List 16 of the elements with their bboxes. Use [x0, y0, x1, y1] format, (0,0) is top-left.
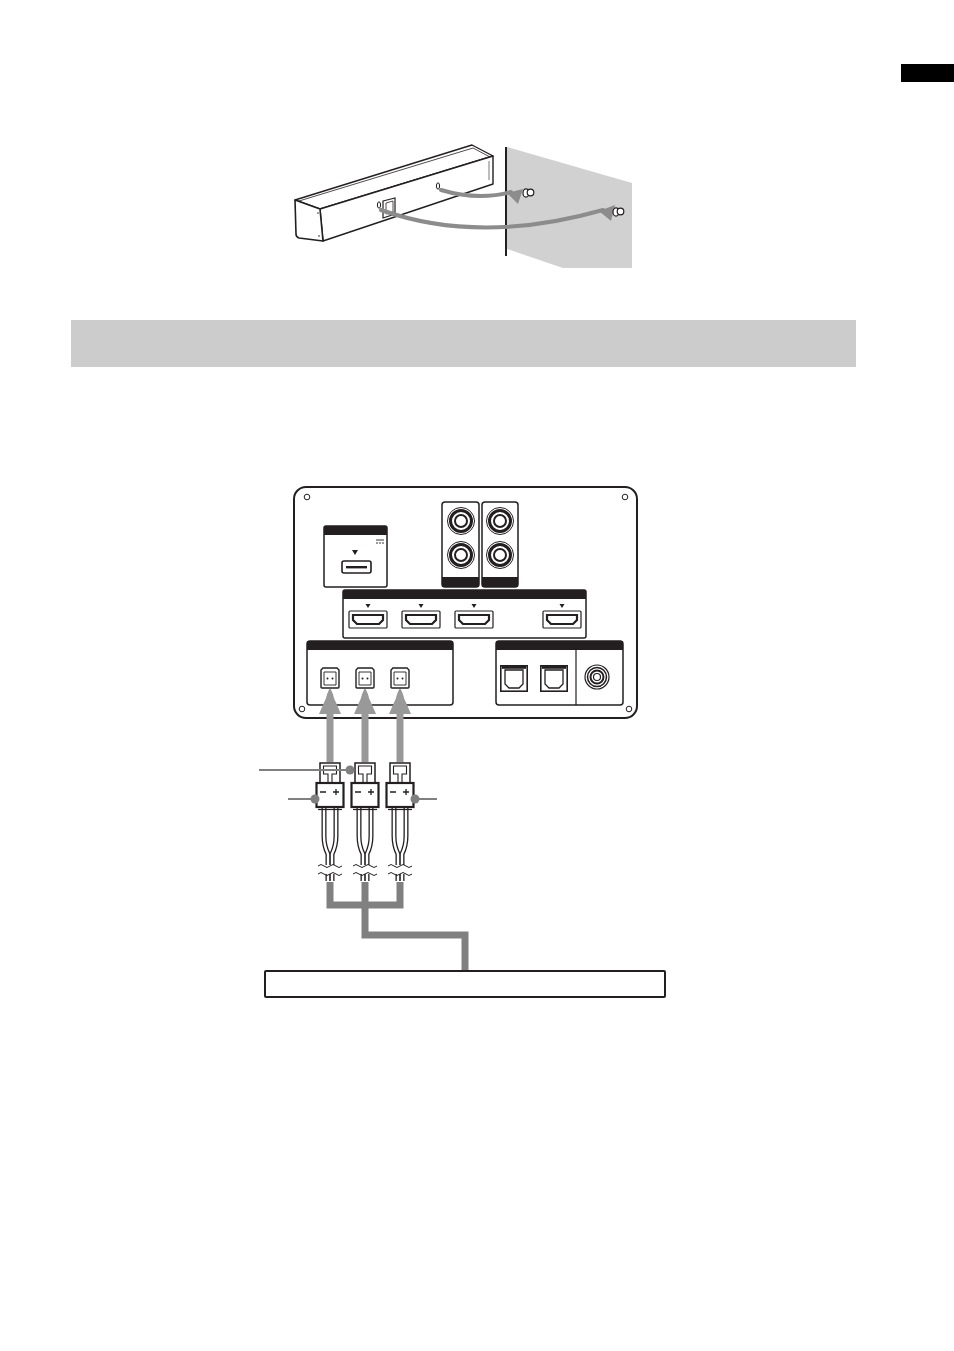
- rear-panel: [292, 485, 639, 720]
- network-port: [540, 665, 568, 692]
- arrow: [319, 689, 341, 762]
- speaker-jack: [390, 667, 410, 689]
- leader-line: [410, 794, 438, 804]
- speaker-jack: [355, 667, 375, 689]
- speaker-bar: [264, 970, 666, 998]
- leader-line: [287, 794, 320, 804]
- leader-line: [258, 765, 355, 775]
- speaker-plug: [385, 762, 415, 882]
- speaker-plug: [315, 762, 345, 882]
- network-port: [500, 665, 528, 692]
- speaker-plug: [350, 762, 380, 882]
- speaker-jack: [320, 667, 340, 689]
- arrow: [389, 689, 411, 762]
- arrow: [354, 689, 376, 762]
